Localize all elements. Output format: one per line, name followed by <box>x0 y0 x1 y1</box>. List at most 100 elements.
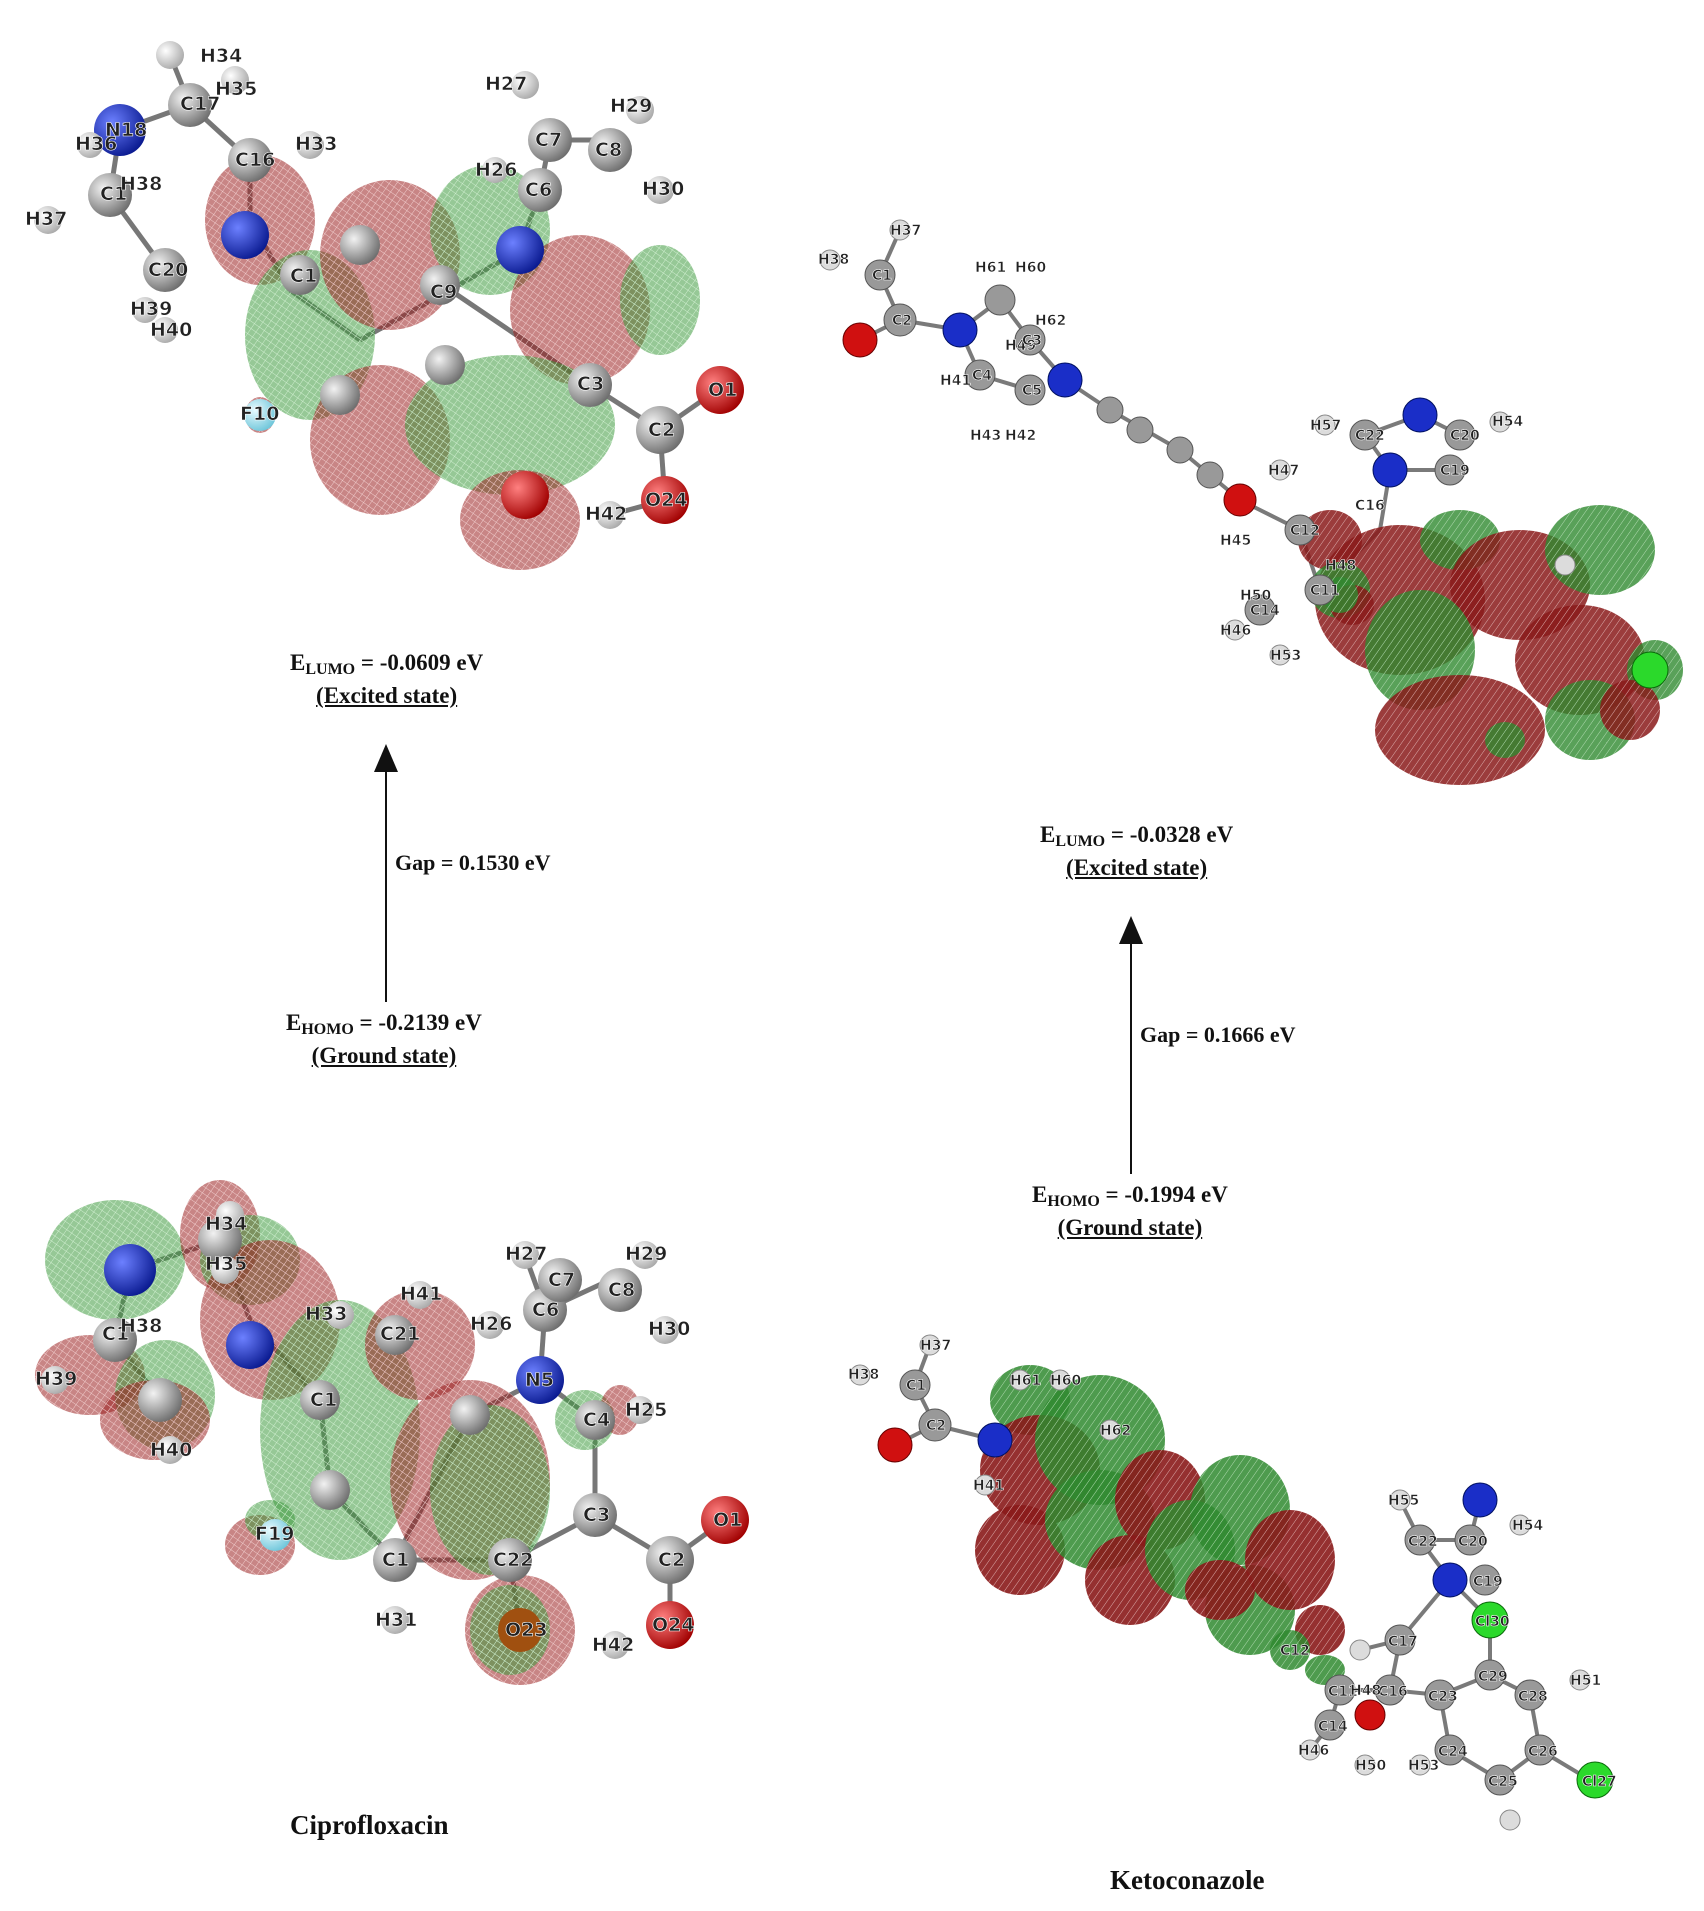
atom-label: H37 <box>920 1338 951 1354</box>
ketoconazole-homo-svg: H37 H38 C1 C2 H61 H60 H41 H62 H55 C22 C2… <box>848 1334 1617 1831</box>
atom-labels: H37 H38 C1 C2 H61 H60 H41 H49 C4 C3 H62 … <box>818 223 1524 665</box>
atom-label: C11 <box>1328 1684 1358 1700</box>
atom-label: C4 <box>583 1409 610 1431</box>
atom-label: H39 <box>35 1368 77 1390</box>
atom-label: H42 <box>1005 428 1036 444</box>
atom-labels: H37 H38 C1 C2 H61 H60 H41 H62 H55 C22 C2… <box>848 1338 1617 1791</box>
ketoconazole-label: Ketoconazole <box>1110 1865 1265 1895</box>
atom-label: O23 <box>505 1619 548 1641</box>
keto-lumo-energy: ELUMO = -0.0328 eV (Excited state) <box>1040 822 1234 880</box>
atom-label: H51 <box>1570 1673 1601 1689</box>
keto-lumo-state: (Excited state) <box>1066 855 1208 880</box>
atom-label: H26 <box>475 159 517 181</box>
atom-label: C24 <box>1438 1744 1468 1760</box>
atom-label: H57 <box>1310 418 1341 434</box>
atom-label: F19 <box>255 1523 294 1545</box>
atom-label: C7 <box>548 1269 575 1291</box>
atom-label: H34 <box>205 1213 247 1235</box>
atom-label: C19 <box>1473 1574 1503 1590</box>
atom-label: H35 <box>215 78 257 100</box>
atom-label: H38 <box>120 1315 162 1337</box>
atom-label: N18 <box>105 119 147 141</box>
atom-label: C16 <box>1355 498 1385 514</box>
atom-label: H27 <box>485 73 527 95</box>
atom-label: C22 <box>1355 428 1385 444</box>
atom-label: H30 <box>642 178 684 200</box>
atom-label: O24 <box>645 489 688 511</box>
atom-label: H39 <box>130 298 172 320</box>
atom-label: Cl27 <box>1582 1774 1617 1790</box>
atom-set <box>34 41 744 529</box>
atom-label: C6 <box>532 1299 559 1321</box>
atom-label: C26 <box>1528 1744 1558 1760</box>
keto-arrow-head <box>1119 916 1143 944</box>
atom-label: C20 <box>148 259 188 281</box>
atom-label: C17 <box>1388 1634 1418 1650</box>
atom-label: C12 <box>1290 523 1320 539</box>
atom-set <box>849 1334 1614 1831</box>
atom-label: C9 <box>430 281 457 303</box>
cipro-gap-label: Gap = 0.1530 eV <box>395 850 551 875</box>
atom-label: H37 <box>25 208 67 230</box>
atom-label: H38 <box>120 173 162 195</box>
atom-label: C17 <box>180 93 220 115</box>
ketoconazole-homo-structure: H37 H38 C1 C2 H61 H60 H41 H62 H55 C22 C2… <box>820 1310 1690 1900</box>
atom-label: H55 <box>1388 1493 1419 1509</box>
atom-label: C3 <box>577 373 604 395</box>
cipro-homo-state: (Ground state) <box>311 1043 457 1068</box>
atom-label: H40 <box>150 1439 192 1461</box>
atom-label: C20 <box>1450 428 1480 444</box>
atom-label: C22 <box>493 1549 533 1571</box>
atom-label: C5 <box>1022 383 1042 399</box>
atom-label: C22 <box>1408 1534 1438 1550</box>
keto-homo-energy: EHOMO = -0.1994 eV (Ground state) <box>1032 1182 1228 1240</box>
atom-label: C16 <box>1378 1684 1408 1700</box>
atom-label: H60 <box>1050 1373 1081 1389</box>
atom-label: O1 <box>708 379 737 401</box>
atom-label: H54 <box>1492 414 1523 430</box>
cipro-arrow-line <box>385 770 387 1002</box>
atom-label: C3 <box>1022 333 1042 349</box>
atom-label: H25 <box>625 1399 667 1421</box>
atom-label: C29 <box>1478 1669 1508 1685</box>
atom-label: C3 <box>583 1504 610 1526</box>
atom-label: C2 <box>648 419 675 441</box>
atom-label: C1 <box>290 265 317 287</box>
atom-set <box>819 219 1669 689</box>
atom-label: C1 <box>102 1323 129 1345</box>
atom-label: C1 <box>872 268 892 284</box>
atom-label: H53 <box>1270 648 1301 664</box>
ketoconazole-lumo-structure: H37 H38 C1 C2 H61 H60 H41 H49 C4 C3 H62 … <box>800 200 1683 785</box>
atom-label: O24 <box>652 1614 695 1636</box>
keto-arrow-line <box>1130 942 1132 1174</box>
atom-label: C28 <box>1518 1689 1548 1705</box>
atom-label: C1 <box>100 183 127 205</box>
atom-label: N5 <box>525 1369 554 1391</box>
atom-label: C2 <box>926 1418 946 1434</box>
atom-label: C1 <box>310 1389 337 1411</box>
atom-label: C8 <box>608 1279 635 1301</box>
atom-label: H54 <box>1512 1518 1543 1534</box>
atom-label: C20 <box>1458 1534 1488 1550</box>
atom-label: H43 <box>970 428 1001 444</box>
atom-label: C1 <box>906 1378 926 1394</box>
keto-gap-label: Gap = 0.1666 eV <box>1140 1022 1296 1047</box>
ciprofloxacin-label: Ciprofloxacin <box>290 1810 449 1840</box>
atom-label: H42 <box>592 1634 634 1656</box>
atom-label: C14 <box>1250 603 1280 619</box>
lumo-orbital-lobes <box>1298 505 1683 785</box>
atom-labels: H34 H35 C1 H38 H39 H40 H33 H41 C21 C1 F1… <box>35 1213 743 1657</box>
atom-label: C2 <box>658 1549 685 1571</box>
cipro-lumo-state: (Excited state) <box>316 683 458 708</box>
atom-label: H47 <box>1268 463 1299 479</box>
atom-label: H41 <box>973 1478 1004 1494</box>
atom-label: H38 <box>848 1367 879 1383</box>
ciprofloxacin-homo-structure: H34 H35 C1 H38 H39 H40 H33 H41 C21 C1 F1… <box>20 1160 780 1720</box>
atom-label: H26 <box>470 1313 512 1335</box>
atom-label: H37 <box>890 223 921 239</box>
atom-label: H45 <box>1220 533 1251 549</box>
atom-label: H50 <box>1240 588 1271 604</box>
atom-label: C11 <box>1310 583 1340 599</box>
atom-label: C19 <box>1440 463 1470 479</box>
atom-label: H62 <box>1100 1423 1131 1439</box>
